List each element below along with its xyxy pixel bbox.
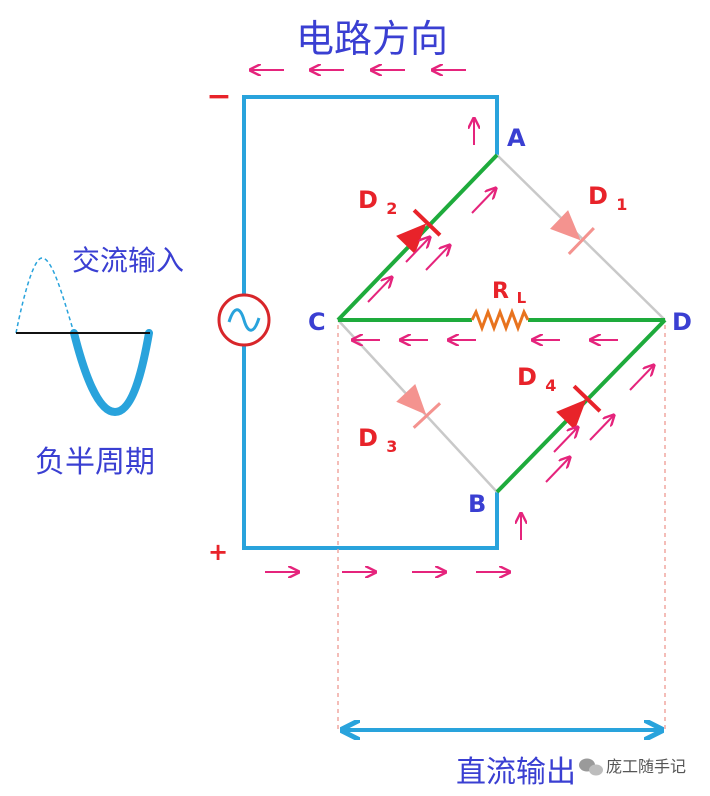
ac-input-label: 交流输入 bbox=[72, 244, 184, 277]
watermark-text: 庞工随手记 bbox=[606, 757, 686, 776]
diode-d3 bbox=[396, 383, 442, 429]
node-d-label: D bbox=[672, 308, 692, 336]
diode-d1-label: D 1 bbox=[588, 182, 627, 214]
current-arrow bbox=[589, 415, 614, 441]
current-arrow bbox=[471, 188, 496, 214]
node-c-label: C bbox=[308, 308, 326, 336]
branch-a-d bbox=[496, 154, 666, 321]
diagram-title: 电路方向 bbox=[296, 17, 448, 61]
output-projection-lines bbox=[337, 325, 666, 730]
bottom-wire bbox=[242, 345, 499, 550]
diode-d4-label-sub: 4 bbox=[545, 376, 556, 395]
positive-terminal-label: + bbox=[208, 538, 228, 566]
watermark: 庞工随手记 bbox=[579, 757, 686, 776]
current-arrow bbox=[367, 277, 392, 303]
diode-d2 bbox=[396, 208, 442, 254]
resistor-label: R L bbox=[492, 279, 527, 307]
diode-d2-label-sub: 2 bbox=[386, 199, 397, 218]
diode-d2-label-main: D bbox=[358, 186, 378, 214]
current-arrow bbox=[553, 427, 578, 453]
ac-supply-wires bbox=[242, 95, 499, 550]
current-arrow bbox=[425, 245, 450, 271]
diode-d4 bbox=[556, 384, 602, 430]
top-wire bbox=[242, 95, 499, 295]
current-arrow bbox=[405, 237, 430, 263]
diode-d3-label-sub: 3 bbox=[386, 437, 397, 456]
ac-source-icon bbox=[217, 293, 271, 347]
current-arrow bbox=[545, 457, 570, 483]
dc-output-label: 直流输出 bbox=[456, 755, 576, 790]
diode-d3-label: D 3 bbox=[358, 424, 397, 456]
diode-d1-label-sub: 1 bbox=[616, 195, 627, 214]
wechat-logo-icon bbox=[579, 758, 603, 776]
node-b-label: B bbox=[468, 490, 486, 518]
negative-half-solid bbox=[70, 329, 153, 417]
current-arrow bbox=[629, 365, 654, 391]
diode-d3-label-main: D bbox=[358, 424, 378, 452]
diode-d2-label: D 2 bbox=[358, 186, 397, 218]
load-resistor bbox=[470, 307, 530, 333]
resistor-label-sub: L bbox=[517, 289, 527, 307]
diode-d1-label-main: D bbox=[588, 182, 608, 210]
diode-d1 bbox=[550, 210, 595, 256]
negative-terminal-label: − bbox=[206, 79, 231, 114]
diode-d4-label-main: D bbox=[517, 363, 537, 391]
diode-d4-label: D 4 bbox=[517, 363, 556, 395]
negative-half-cycle-waveform bbox=[15, 257, 153, 417]
positive-half-dashed bbox=[15, 257, 75, 334]
branch-current-arrows bbox=[352, 118, 654, 540]
resistor-label-main: R bbox=[492, 279, 509, 304]
negative-half-cycle-label: 负半周期 bbox=[35, 445, 155, 480]
node-a-label: A bbox=[507, 124, 526, 152]
